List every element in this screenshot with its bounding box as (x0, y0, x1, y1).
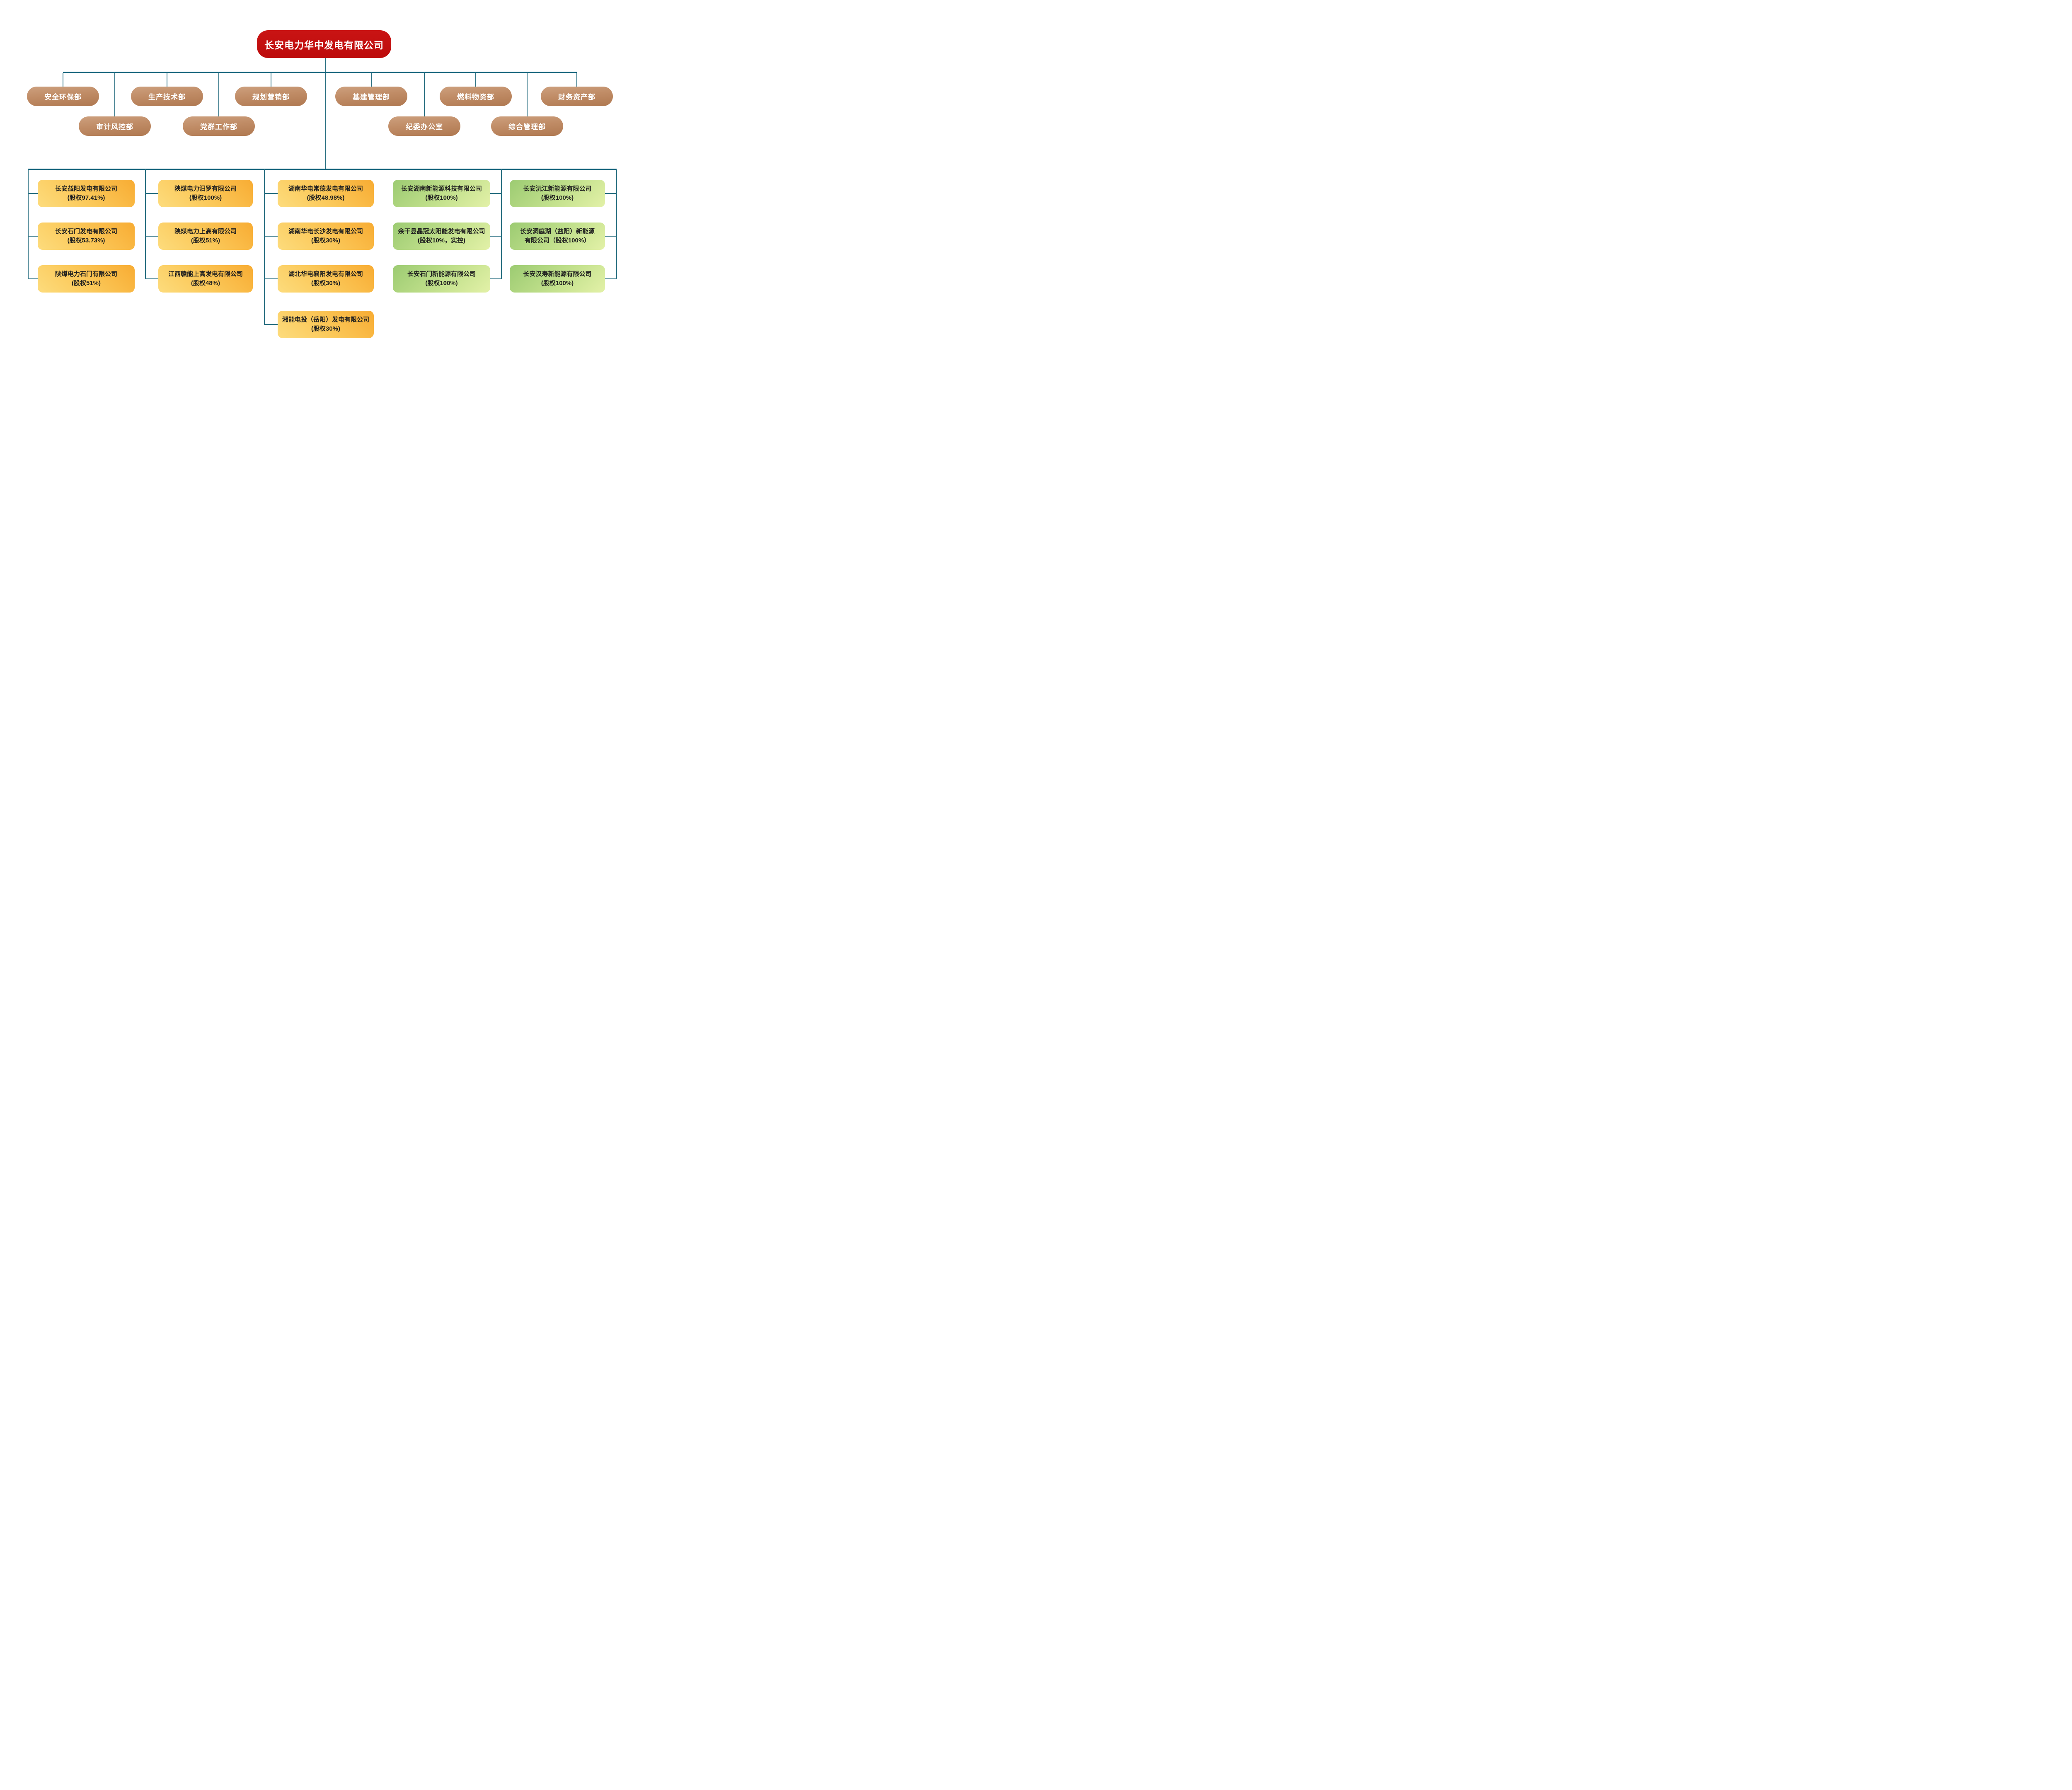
subsidiary-name: 长安石门发电有限公司 (55, 228, 117, 235)
connector-dept-drop (475, 73, 476, 87)
subsidiary-stake: (股权48%) (191, 280, 220, 287)
subsidiary-name: 陕煤电力石门有限公司 (55, 271, 117, 278)
connector-stub (605, 278, 617, 279)
subsidiary-node: 长安洞庭湖（益阳）新能源 有限公司（股权100%） (510, 223, 605, 250)
subsidiary-node: 湘能电投（岳阳）发电有限公司 (股权30%) (278, 311, 374, 338)
org-chart: 长安电力华中发电有限公司 安全环保部 生产技术部 规划营销部 基建管理部 燃料物… (0, 0, 637, 358)
connector-dept-drop (424, 73, 425, 116)
subsidiary-node: 湖南华电常德发电有限公司 (股权48.98%) (278, 180, 374, 207)
subsidiary-stake: (股权100%) (189, 194, 222, 201)
connector-stub (264, 278, 278, 279)
subsidiary-stake: (股权30%) (311, 280, 340, 287)
connector-dept-drop (371, 73, 372, 87)
subsidiary-stake: (股权100%) (425, 280, 458, 287)
subsidiary-stake: (股权48.98%) (307, 194, 345, 201)
subsidiary-name: 长安洞庭湖（益阳）新能源 (520, 228, 595, 235)
connector-department-bus (63, 72, 577, 73)
subsidiary-name: 长安汉寿新能源有限公司 (523, 271, 592, 278)
connector-stub (28, 236, 38, 237)
dept-pill-safety-environment: 安全环保部 (27, 87, 99, 106)
subsidiary-node: 陕煤电力上高有限公司 (股权51%) (158, 223, 253, 250)
dept-pill-production-tech: 生产技术部 (131, 87, 203, 106)
subsidiary-node: 长安沅江新能源有限公司 (股权100%) (510, 180, 605, 207)
dept-pill-infrastructure: 基建管理部 (335, 87, 407, 106)
subsidiary-node: 湖南华电长沙发电有限公司 (股权30%) (278, 223, 374, 250)
connector-stub (605, 236, 617, 237)
connector-stub (145, 278, 158, 279)
subsidiary-name: 陕煤电力上高有限公司 (174, 228, 237, 235)
subsidiary-stake: (股权100%) (425, 194, 458, 201)
subsidiary-node: 长安汉寿新能源有限公司 (股权100%) (510, 265, 605, 293)
subsidiary-node: 长安益阳发电有限公司 (股权97.41%) (38, 180, 135, 207)
connector-stub (605, 193, 617, 194)
subsidiary-node: 余干县晶冠太阳能发电有限公司 (股权10%，实控) (393, 223, 490, 250)
dept-pill-planning-marketing: 规划营销部 (235, 87, 307, 106)
subsidiary-name: 江西赣能上高发电有限公司 (168, 271, 243, 278)
subsidiary-node: 陕煤电力石门有限公司 (股权51%) (38, 265, 135, 293)
connector-dept-drop (527, 73, 528, 116)
connector-stub (490, 278, 502, 279)
subsidiary-name: 长安益阳发电有限公司 (55, 185, 117, 192)
connector-stub (264, 324, 278, 325)
dept-pill-audit-risk: 审计风控部 (79, 116, 151, 136)
connector-column-rail (264, 169, 265, 325)
connector-column-rail (28, 169, 29, 279)
subsidiary-name: 长安石门新能源有限公司 (407, 271, 476, 278)
subsidiary-node: 长安石门发电有限公司 (股权53.73%) (38, 223, 135, 250)
subsidiary-node: 陕煤电力汨罗有限公司 (股权100%) (158, 180, 253, 207)
subsidiary-stake: 有限公司（股权100%） (524, 237, 591, 244)
subsidiary-name: 湖北华电襄阳发电有限公司 (288, 271, 363, 278)
connector-stub (145, 193, 158, 194)
connector-column-rail (145, 169, 146, 279)
subsidiary-stake: (股权53.73%) (67, 237, 105, 244)
connector-root-drop (325, 58, 326, 169)
dept-pill-general-management: 综合管理部 (491, 116, 563, 136)
connector-dept-drop (218, 73, 219, 116)
subsidiary-stake: (股权97.41%) (67, 194, 105, 201)
connector-stub (264, 193, 278, 194)
connector-stub (28, 278, 38, 279)
subsidiary-stake: (股权30%) (311, 325, 340, 332)
subsidiary-node: 江西赣能上高发电有限公司 (股权48%) (158, 265, 253, 293)
subsidiary-name: 余干县晶冠太阳能发电有限公司 (398, 228, 485, 235)
subsidiary-stake: (股权30%) (311, 237, 340, 244)
connector-stub (490, 193, 502, 194)
connector-stub (264, 236, 278, 237)
dept-pill-discipline-office: 纪委办公室 (388, 116, 460, 136)
dept-pill-fuel-materials: 燃料物资部 (440, 87, 512, 106)
connector-stub (490, 236, 502, 237)
subsidiary-node: 长安湖南新能源科技有限公司 (股权100%) (393, 180, 490, 207)
connector-column-rail (501, 169, 502, 279)
connector-stub (28, 193, 38, 194)
subsidiary-stake: (股权100%) (541, 194, 574, 201)
dept-pill-finance-assets: 财务资产部 (541, 87, 613, 106)
subsidiary-name: 湘能电投（岳阳）发电有限公司 (282, 316, 369, 323)
subsidiary-name: 湖南华电常德发电有限公司 (288, 185, 363, 192)
connector-column-rail (616, 169, 617, 279)
subsidiary-stake: (股权10%，实控) (417, 237, 465, 244)
root-company-node: 长安电力华中发电有限公司 (257, 30, 391, 58)
dept-pill-party-work: 党群工作部 (183, 116, 255, 136)
connector-dept-drop (576, 73, 577, 87)
connector-dept-drop (114, 73, 115, 116)
connector-subsidiary-bus (28, 169, 617, 170)
subsidiary-node: 长安石门新能源有限公司 (股权100%) (393, 265, 490, 293)
subsidiary-name: 陕煤电力汨罗有限公司 (174, 185, 237, 192)
subsidiary-stake: (股权51%) (191, 237, 220, 244)
subsidiary-name: 长安湖南新能源科技有限公司 (401, 185, 482, 192)
connector-stub (145, 236, 158, 237)
subsidiary-stake: (股权51%) (71, 280, 101, 287)
subsidiary-name: 长安沅江新能源有限公司 (523, 185, 592, 192)
subsidiary-name: 湖南华电长沙发电有限公司 (288, 228, 363, 235)
subsidiary-node: 湖北华电襄阳发电有限公司 (股权30%) (278, 265, 374, 293)
subsidiary-stake: (股权100%) (541, 280, 574, 287)
